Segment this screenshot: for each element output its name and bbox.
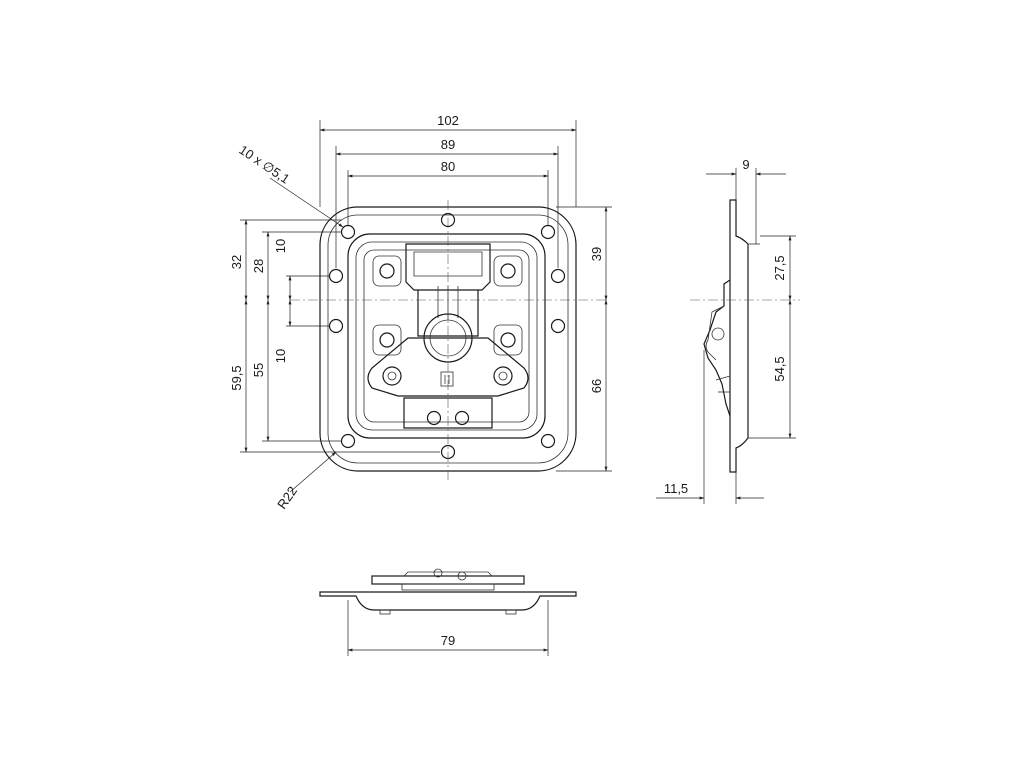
dim-label-54-5: 54,5: [772, 356, 787, 381]
bottom-plate-profile: [319, 591, 577, 611]
mounting-hole: [328, 268, 344, 284]
side-latch-profile: [703, 279, 731, 417]
mounting-hole: [540, 224, 556, 240]
radius-label: R22: [274, 484, 300, 512]
dimension-102: 102: [319, 113, 577, 207]
holes-note-label: 10 x ∅5,1: [236, 142, 292, 187]
dimension-89: 89: [335, 137, 559, 268]
mounting-hole: [328, 318, 344, 334]
rivet-pads: [372, 255, 523, 356]
dim-label-thickness: 9: [742, 157, 749, 172]
dish-outer: [347, 233, 546, 439]
mounting-hole: [340, 224, 356, 240]
dim-label-27-5: 27,5: [772, 255, 787, 280]
side-view: 9 27,5 54,5 11,5: [656, 157, 800, 504]
dim-label-39: 39: [589, 247, 604, 261]
dim-label-offset: 11,5: [664, 481, 688, 496]
dimension-11-5: 11,5: [656, 350, 764, 504]
bottom-latch-plate: [371, 575, 525, 585]
dish-inner: [355, 241, 538, 431]
mounting-hole: [550, 268, 566, 284]
dim-label-middle: 89: [441, 137, 455, 152]
right-dimensions: 39 66: [556, 206, 612, 472]
dim-label-28: 28: [251, 259, 266, 273]
mounting-hole: [550, 318, 566, 334]
dim-label-66: 66: [589, 379, 604, 393]
front-view: 102 89 80 10 x ∅5,1: [229, 113, 612, 512]
dim-label-overall: 102: [437, 113, 459, 128]
dim-label-59-5: 59,5: [229, 365, 244, 390]
dimension-80: 80: [347, 159, 549, 225]
dim-label-inner: 80: [441, 159, 455, 174]
dim-label-32: 32: [229, 255, 244, 269]
dish-floor: [363, 249, 530, 423]
dim-label-10-lower: 10: [273, 349, 288, 363]
bottom-view: 79: [319, 568, 577, 656]
dim-label-10-upper: 10: [273, 239, 288, 253]
side-vertical-dimensions: 27,5 54,5: [760, 235, 796, 439]
mounting-hole: [340, 433, 356, 449]
dim-label-width: 79: [441, 633, 455, 648]
radius-note: R22: [274, 451, 337, 512]
holes-note: 10 x ∅5,1: [236, 142, 344, 228]
mounting-hole: [540, 433, 556, 449]
dimension-9: 9: [706, 157, 786, 244]
side-plate: [729, 199, 749, 473]
strike-plate: [403, 397, 493, 429]
dimension-79: 79: [347, 600, 549, 656]
left-dimensions: 32 28 10 59,5 55 10: [229, 219, 440, 453]
dim-label-55: 55: [251, 363, 266, 377]
